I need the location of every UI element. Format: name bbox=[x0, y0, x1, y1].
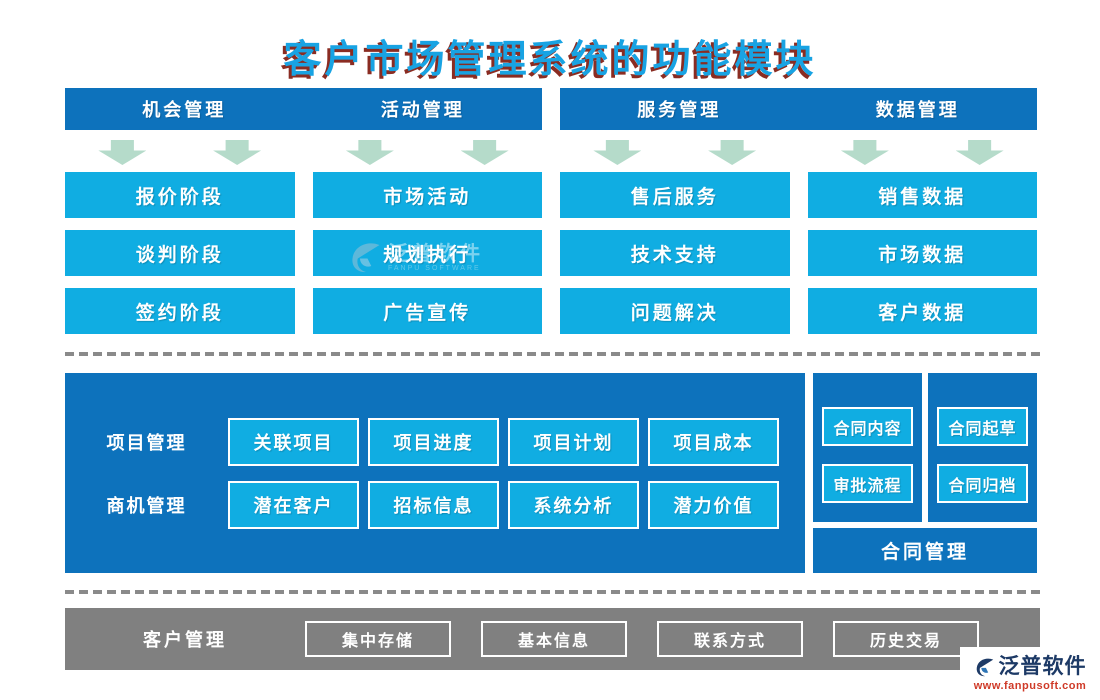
header-data-management: 数据管理 bbox=[875, 100, 960, 120]
dashed-divider bbox=[65, 352, 1040, 356]
box-system-analysis: 系统分析 bbox=[508, 481, 639, 529]
header-activity-management: 活动管理 bbox=[380, 100, 465, 120]
module-row-1: 报价阶段 市场活动 售后服务 销售数据 bbox=[65, 172, 1037, 218]
box-customer-data: 客户数据 bbox=[807, 288, 1037, 334]
down-arrow-icon bbox=[955, 140, 1004, 165]
box-potential-value: 潜力价值 bbox=[648, 481, 779, 529]
down-arrow-icon bbox=[840, 140, 889, 165]
down-arrow-icon bbox=[460, 140, 509, 165]
down-arrow-icon bbox=[213, 140, 262, 165]
arrow-cell bbox=[560, 140, 790, 166]
down-arrow-icon bbox=[98, 140, 147, 165]
arrow-cell bbox=[313, 140, 543, 166]
box-project-cost: 项目成本 bbox=[648, 418, 779, 466]
box-after-sales-service: 售后服务 bbox=[560, 172, 790, 218]
box-signing-stage: 签约阶段 bbox=[65, 288, 295, 334]
contract-panel-left: 合同内容 审批流程 bbox=[813, 373, 922, 522]
module-row-3: 签约阶段 广告宣传 问题解决 客户数据 bbox=[65, 288, 1037, 334]
module-row-2: 谈判阶段 规划执行 技术支持 市场数据 bbox=[65, 230, 1037, 276]
box-sales-data: 销售数据 bbox=[807, 172, 1037, 218]
logo-url: www.fanpusoft.com bbox=[973, 680, 1087, 692]
box-centralized-storage: 集中存储 bbox=[305, 621, 451, 657]
down-arrow-icon bbox=[345, 140, 394, 165]
header-bar-right: 服务管理 数据管理 bbox=[560, 88, 1037, 130]
label-customer-management: 客户管理 bbox=[143, 630, 227, 650]
header-bar-left: 机会管理 活动管理 bbox=[65, 88, 542, 130]
arrow-row bbox=[65, 140, 1037, 166]
arrow-cell bbox=[808, 140, 1038, 166]
project-business-panel: 项目管理 关联项目 项目进度 项目计划 项目成本 商机管理 潜在客户 招标信息 … bbox=[65, 373, 805, 573]
page-title: 客户市场管理系统的功能模块 bbox=[283, 39, 817, 81]
box-problem-solving: 问题解决 bbox=[560, 288, 790, 334]
dashed-divider bbox=[65, 590, 1040, 594]
box-basic-info: 基本信息 bbox=[481, 621, 627, 657]
box-contact-method: 联系方式 bbox=[657, 621, 803, 657]
header-service-management: 服务管理 bbox=[637, 100, 722, 120]
contract-panel-right: 合同起草 合同归档 bbox=[928, 373, 1037, 522]
fanpu-logo: 泛普软件 www.fanpusoft.com bbox=[960, 647, 1100, 700]
box-technical-support: 技术支持 bbox=[560, 230, 790, 276]
box-bidding-info: 招标信息 bbox=[368, 481, 499, 529]
box-history-transaction: 历史交易 bbox=[833, 621, 979, 657]
box-approval-process: 审批流程 bbox=[822, 464, 913, 503]
box-contract-content: 合同内容 bbox=[822, 407, 913, 446]
contract-management-bar: 合同管理 bbox=[813, 528, 1037, 573]
box-market-activity: 市场活动 bbox=[312, 172, 542, 218]
box-related-project: 关联项目 bbox=[228, 418, 359, 466]
box-planning-execution: 规划执行 bbox=[312, 230, 542, 276]
box-negotiation-stage: 谈判阶段 bbox=[65, 230, 295, 276]
box-contract-archive: 合同归档 bbox=[937, 464, 1028, 503]
box-potential-customer: 潜在客户 bbox=[228, 481, 359, 529]
down-arrow-icon bbox=[593, 140, 642, 165]
box-advertising: 广告宣传 bbox=[312, 288, 542, 334]
arrow-cell bbox=[65, 140, 295, 166]
project-management-row: 项目管理 关联项目 项目进度 项目计划 项目成本 bbox=[65, 418, 805, 466]
label-business-opportunity-management: 商机管理 bbox=[106, 496, 187, 516]
business-opportunity-row: 商机管理 潜在客户 招标信息 系统分析 潜力价值 bbox=[65, 481, 805, 529]
customer-management-bar: 客户管理 集中存储 基本信息 联系方式 历史交易 bbox=[65, 608, 1040, 670]
box-project-plan: 项目计划 bbox=[508, 418, 639, 466]
box-contract-draft: 合同起草 bbox=[937, 407, 1028, 446]
box-quote-stage: 报价阶段 bbox=[65, 172, 295, 218]
box-market-data: 市场数据 bbox=[807, 230, 1037, 276]
label-project-management: 项目管理 bbox=[106, 433, 187, 453]
box-project-progress: 项目进度 bbox=[368, 418, 499, 466]
header-opportunity-management: 机会管理 bbox=[142, 100, 227, 120]
fanpu-logo-icon bbox=[976, 658, 993, 677]
down-arrow-icon bbox=[708, 140, 757, 165]
logo-name: 泛普软件 bbox=[998, 655, 1087, 678]
